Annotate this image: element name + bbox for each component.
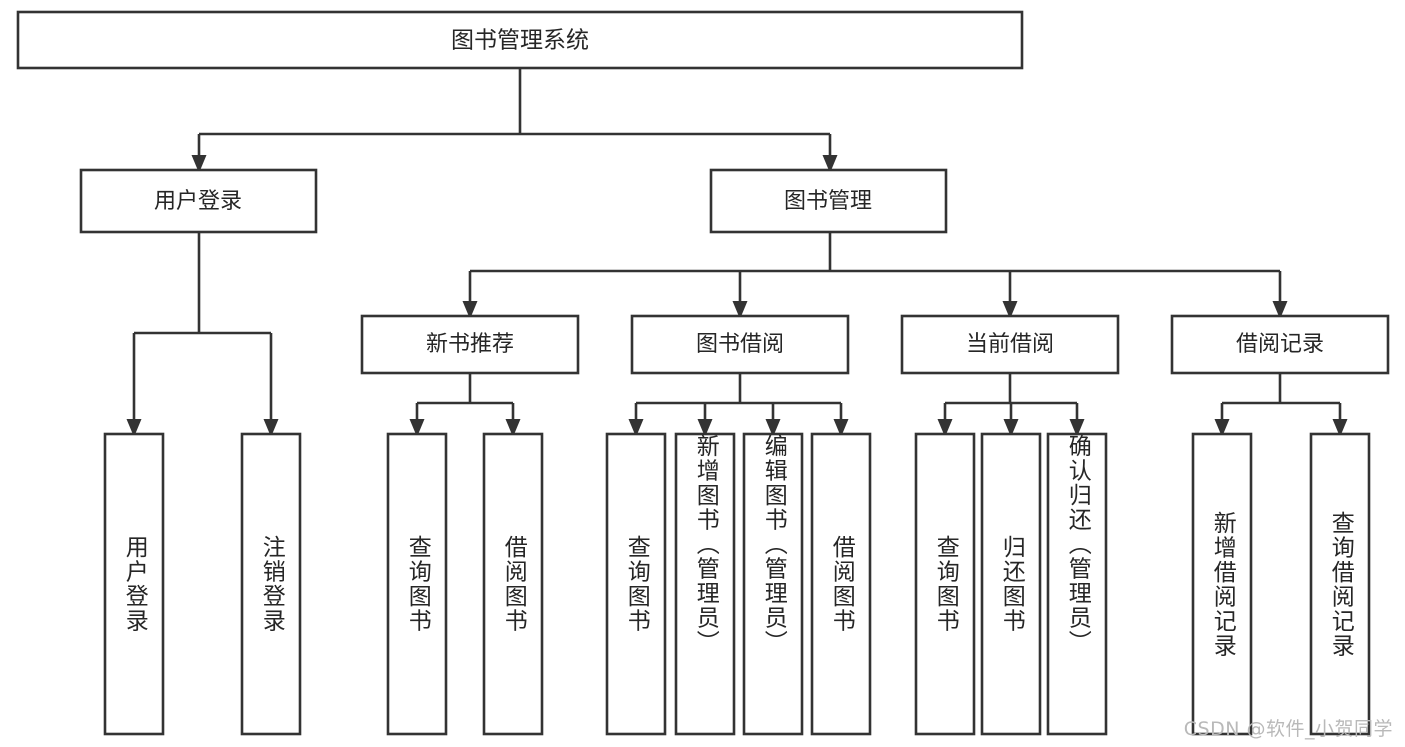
node-box-book-management[interactable] (709, 168, 948, 234)
node-box-user-login[interactable] (79, 168, 318, 234)
node-label-borrow-record: 借阅记录 (1236, 332, 1324, 357)
leaf-box-borrow-record-2[interactable] (1309, 432, 1371, 736)
node-label-user-login: 用户登录 (154, 189, 242, 214)
leaf-box-current-borrow-3[interactable] (1046, 432, 1108, 736)
node-label-book-management: 图书管理 (784, 189, 872, 214)
node-label-current-borrow: 当前借阅 (966, 332, 1054, 357)
leaf-box-book-borrow-1[interactable] (605, 432, 667, 736)
node-box-current-borrow[interactable] (900, 314, 1120, 375)
leaf-box-book-borrow-4[interactable] (810, 432, 872, 736)
csdn-watermark: CSDN @软件_小贺同学 (1183, 718, 1393, 740)
leaf-box-new-book-1[interactable] (386, 432, 448, 736)
node-box-root[interactable] (16, 10, 1024, 70)
node-label-book-borrow: 图书借阅 (696, 332, 784, 357)
node-box-book-borrow[interactable] (630, 314, 850, 375)
leaf-box-current-borrow-2[interactable] (980, 432, 1042, 736)
node-box-new-book-recommend[interactable] (360, 314, 580, 375)
leaf-box-book-borrow-2[interactable] (674, 432, 736, 736)
leaf-box-current-borrow-1[interactable] (914, 432, 976, 736)
connector-layer (126, 68, 1348, 437)
leaf-box-new-book-2[interactable] (482, 432, 544, 736)
node-label-root: 图书管理系统 (451, 28, 589, 54)
node-layer: 图书管理系统 用户登录 图书管理 新书推荐 图书借阅 当前借阅 借阅记录 (16, 10, 1390, 736)
leaf-box-borrow-record-1[interactable] (1191, 432, 1253, 736)
node-box-borrow-record[interactable] (1170, 314, 1390, 375)
leaf-box-book-borrow-3[interactable] (742, 432, 804, 736)
leaf-box-user-login-2[interactable] (240, 432, 302, 736)
leaf-box-user-login-1[interactable] (103, 432, 165, 736)
node-label-new-book-recommend: 新书推荐 (426, 332, 514, 357)
